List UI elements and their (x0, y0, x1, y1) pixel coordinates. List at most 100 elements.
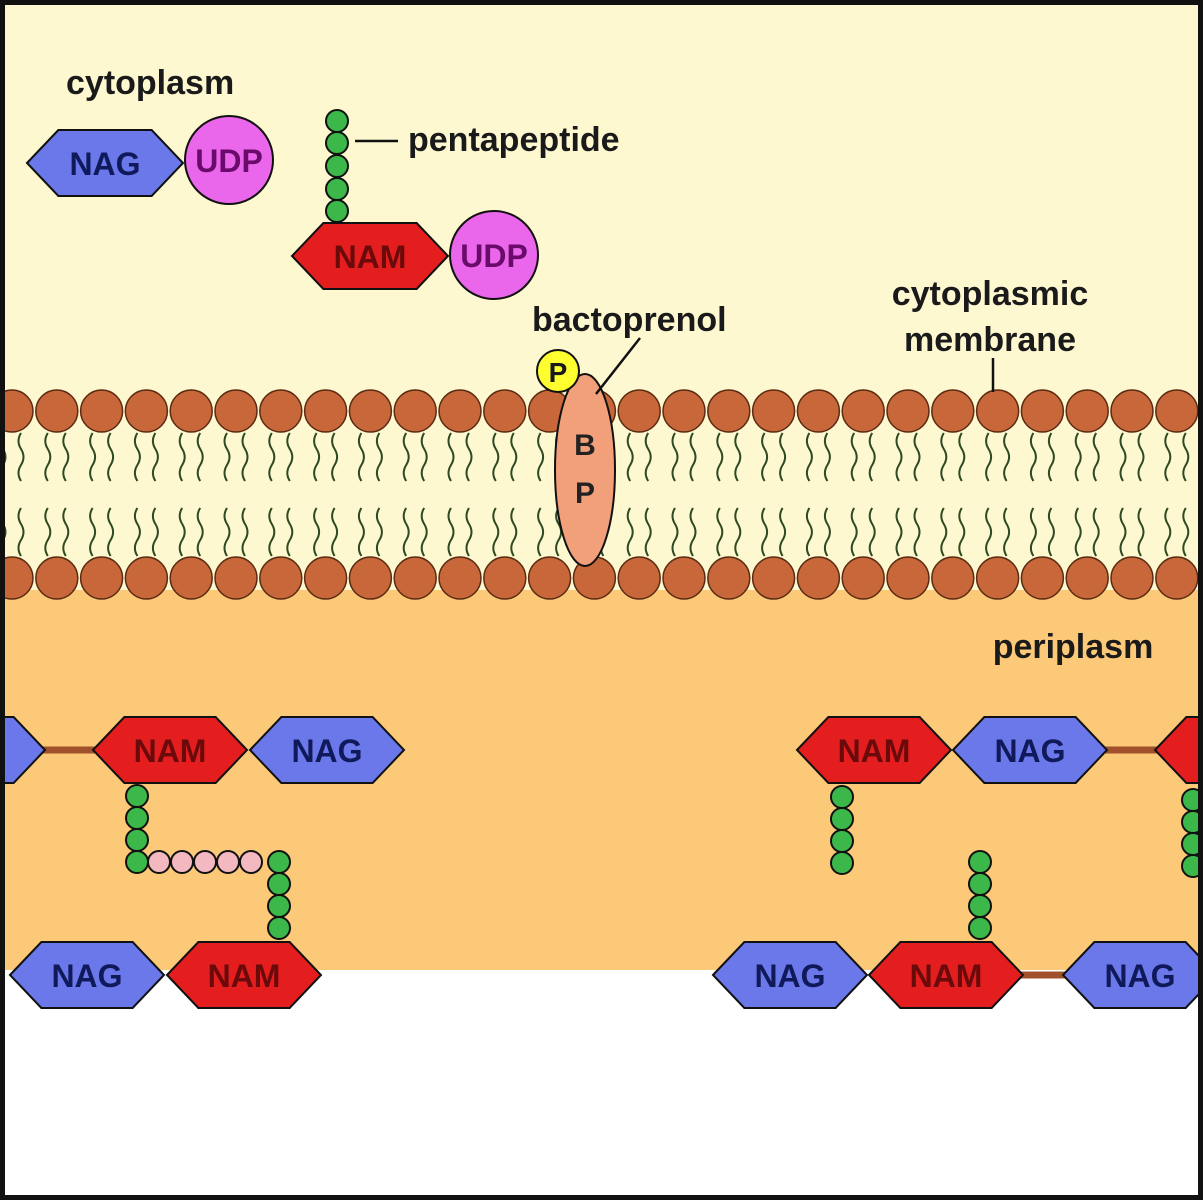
phospholipid-head (841, 389, 885, 433)
crosslink-amino-acid (216, 850, 240, 874)
phospholipid-head (527, 556, 572, 600)
peptide-chains (125, 109, 1203, 940)
lipid-tail (779, 432, 787, 482)
amino-acid (830, 785, 854, 809)
lipid-tail (940, 432, 948, 482)
phospholipid-head (259, 389, 303, 433)
nag-label: NAG (69, 146, 140, 182)
lipid-tail (268, 507, 276, 557)
nam-sugar (867, 941, 1025, 1009)
lipid-tail (1137, 507, 1145, 557)
phospholipid-head (886, 389, 930, 433)
lipid-tail (331, 432, 339, 482)
membrane-label-line1: cytoplasmic (892, 275, 1089, 313)
lipid-tail (805, 507, 813, 557)
udp-label: UDP (195, 143, 263, 179)
lipid-tail (313, 507, 321, 557)
nam-label: NAM (838, 733, 911, 769)
phospholipid-head (1020, 556, 1065, 600)
lipid-tail (1164, 432, 1172, 482)
nam-sugar (290, 222, 450, 290)
nam-sugar (91, 716, 249, 784)
lipid-tail (779, 507, 787, 557)
phospholipid-head (169, 389, 213, 433)
phospholipid-head (169, 556, 213, 600)
phospholipid-head (35, 556, 79, 600)
lipid-tail (868, 432, 876, 482)
phospholipid-head (1065, 556, 1109, 600)
udp-group (449, 210, 539, 300)
amino-acid (325, 131, 349, 155)
amino-acid (325, 177, 349, 201)
lipid-tail (734, 432, 742, 482)
phospholipid-head (0, 389, 34, 433)
cytoplasm-region (0, 0, 1203, 420)
phospholipid-head (0, 556, 34, 600)
lipid-tail (510, 507, 518, 557)
lipid-tail (761, 432, 769, 482)
amino-acid (968, 894, 992, 918)
lipid-tail (447, 507, 455, 557)
nag-sugar (248, 716, 406, 784)
lipid-tail (805, 432, 813, 482)
phospholipid-head (1155, 389, 1199, 433)
bp-letter-b: B (574, 429, 596, 462)
lipid-tail (985, 507, 993, 557)
lipid-tail (107, 507, 115, 557)
lipid-tail (537, 432, 545, 482)
phospholipid-head (751, 556, 796, 600)
phospholipid-head (124, 556, 169, 600)
bactoprenol-label: bactoprenol (532, 301, 727, 339)
lipid-tail (537, 507, 545, 557)
phospholipid-head (214, 556, 258, 600)
lipid-tail (689, 507, 697, 557)
lipid-tail (241, 432, 249, 482)
crosslink-amino-acid (147, 850, 171, 874)
amino-acid (830, 807, 854, 831)
phospholipid-head (438, 389, 482, 433)
amino-acid (830, 851, 854, 875)
lipid-tail (492, 507, 500, 557)
lipid-tail (196, 432, 204, 482)
lipid-tail (420, 507, 428, 557)
lipid-tail (492, 432, 500, 482)
phosphate-label: P (549, 357, 568, 388)
lipid-tail (716, 432, 724, 482)
lipid-tail (17, 432, 25, 482)
lipid-tail (1003, 507, 1011, 557)
lipid-tail (644, 507, 652, 557)
phospholipid-head (1155, 556, 1199, 600)
lipid-tail (1137, 432, 1145, 482)
lipid-tail (1047, 507, 1055, 557)
udp-group (184, 115, 274, 205)
nag-sugar (951, 716, 1109, 784)
lipid-tail (89, 432, 97, 482)
amino-acid (1181, 854, 1203, 878)
nag-sugar (25, 129, 185, 197)
lipid-tail (151, 432, 159, 482)
phospholipid-head (259, 556, 303, 600)
amino-acid (267, 916, 291, 940)
lipid-tail (850, 432, 858, 482)
phosphate-group (536, 349, 580, 393)
phospholipid-head (303, 389, 348, 433)
nam-label: NAM (134, 733, 207, 769)
phospholipid-head (617, 389, 661, 433)
lipid-tail (671, 507, 679, 557)
crosslink-amino-acid (170, 850, 194, 874)
phospholipid-heads-lower (0, 556, 1199, 600)
cytoplasmic-membrane (0, 389, 1199, 600)
bactoprenol-molecule: B P P (536, 349, 616, 567)
phospholipid-head (751, 389, 796, 433)
lipid-tail (62, 507, 70, 557)
amino-acid (125, 850, 149, 874)
nam-sugar (165, 941, 323, 1009)
lipid-tail (510, 432, 518, 482)
lipid-tail (357, 507, 365, 557)
lipid-tail (331, 507, 339, 557)
lipid-tail (823, 432, 831, 482)
phospholipid-head (438, 556, 482, 600)
phospholipid-head (393, 556, 437, 600)
phospholipid-head (975, 389, 1020, 433)
